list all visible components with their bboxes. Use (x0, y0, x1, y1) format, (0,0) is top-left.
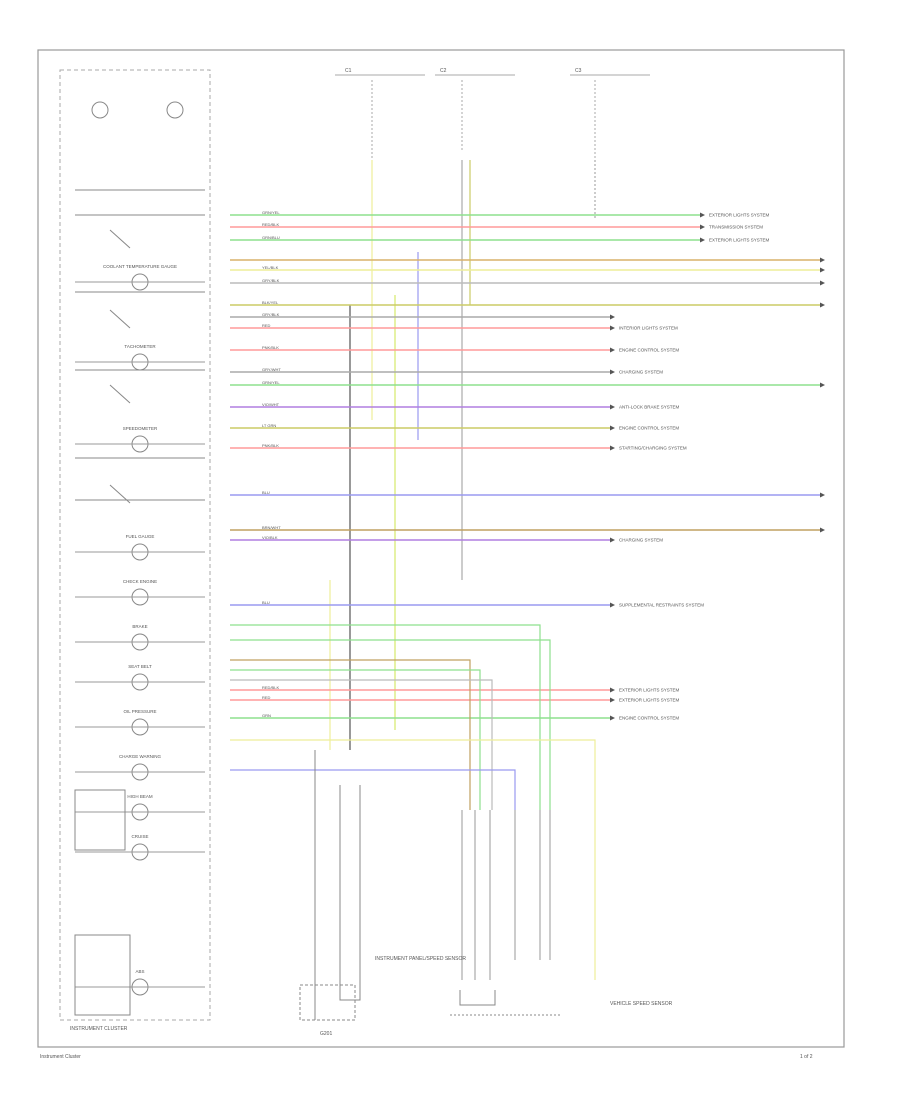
wire-color-label: RED (262, 695, 271, 700)
cluster-item-label: FUEL GAUGE (126, 534, 155, 539)
wire-arrow (610, 325, 615, 331)
connector-c1-label: C1 (345, 68, 352, 74)
wire-color-label: BLK/YEL (262, 300, 279, 305)
connector-headers (335, 74, 650, 160)
cluster-item-label: CRUISE (131, 834, 148, 839)
wire-arrow (610, 445, 615, 451)
wire-destination: EXTERIOR LIGHTS SYSTEM (619, 698, 680, 703)
wire-color-label: LT GRN (262, 423, 276, 428)
wire-color-label: VIO/BLK (262, 535, 278, 540)
wire-color-label: GRN (262, 713, 271, 718)
wire-arrow (820, 280, 825, 286)
wire-arrow (610, 347, 615, 353)
wire-destination: INTERIOR LIGHTS SYSTEM (619, 326, 678, 331)
cluster-box (59, 69, 211, 1021)
wire-destination: STARTING/CHARGING SYSTEM (619, 446, 687, 451)
cluster-labels: COOLANT TEMPERATURE GAUGE TACHOMETER SPEED… (103, 264, 177, 974)
wire-arrow (610, 537, 615, 543)
ground-label: G201 (320, 1031, 332, 1037)
cluster-item-label: ABS (135, 969, 144, 974)
wire-color-label: PNK/BLK (262, 443, 279, 448)
wire-color-label: BLU (262, 600, 270, 605)
cluster-item-label: CHECK ENGINE (123, 579, 157, 584)
wire-arrow (610, 602, 615, 608)
wire-arrow (820, 257, 825, 263)
wire-destination: ENGINE CONTROL SYSTEM (619, 348, 679, 353)
page-number: 1 of 2 (800, 1054, 813, 1060)
wire-destination: ENGINE CONTROL SYSTEM (619, 426, 679, 431)
wire-arrow (700, 212, 705, 218)
wire-color-label: RED/BLK (262, 222, 279, 227)
cluster-item-label: TACHOMETER (124, 344, 156, 349)
diagram-frame (37, 49, 845, 1048)
wire-color-label: GRN/YEL (262, 210, 280, 215)
wire-color-label: GRN/BLU (262, 235, 280, 240)
wire-arrow (700, 224, 705, 230)
wire-destination: EXTERIOR LIGHTS SYSTEM (619, 688, 680, 693)
wire-color-label: GRY/WHT (262, 367, 281, 372)
wire-arrow (610, 425, 615, 431)
page-footer: Instrument Cluster (40, 1054, 81, 1060)
wire-color-label: GRY/BLK (262, 312, 280, 317)
ground-sensor (74, 750, 560, 1021)
wire-arrow (610, 314, 615, 320)
wire-arrow (610, 369, 615, 375)
cluster-item-label: OIL PRESSURE (123, 709, 156, 714)
cluster-item-label: COOLANT TEMPERATURE GAUGE (103, 264, 177, 269)
cluster-gauges (75, 101, 205, 504)
cluster-item-label: CHARGE WARNING (119, 754, 162, 759)
wire-arrow (610, 404, 615, 410)
cluster-item-label: SPEEDOMETER (123, 426, 158, 431)
wire-arrow (820, 267, 825, 273)
wire-color-label: BRN/WHT (262, 525, 281, 530)
wire-destination: EXTERIOR LIGHTS SYSTEM (709, 238, 770, 243)
wire-arrow (700, 237, 705, 243)
wire-color-label: GRN/YEL (262, 380, 280, 385)
module-label: INSTRUMENT PANEL/SPEED SENSOR (375, 956, 466, 962)
wire-arrow (820, 492, 825, 498)
wire-arrow (610, 687, 615, 693)
wire-destination: ENGINE CONTROL SYSTEM (619, 716, 679, 721)
wire-destination: TRANSMISSION SYSTEM (709, 225, 763, 230)
wire-color-label: GRY/BLK (262, 278, 280, 283)
cluster-item-label: SEAT BELT (128, 664, 152, 669)
wire-destination: CHARGING SYSTEM (619, 370, 663, 375)
wire-arrow (610, 715, 615, 721)
sensor-label: VEHICLE SPEED SENSOR (610, 1001, 673, 1007)
wire-color-label: PNK/BLK (262, 345, 279, 350)
connector-c3-label: C3 (575, 68, 582, 74)
wire-arrow (610, 697, 615, 703)
cluster-item-label: BRAKE (132, 624, 147, 629)
cluster-lamps (75, 273, 205, 996)
connector-c2-label: C2 (440, 68, 447, 74)
wire-arrow (820, 527, 825, 533)
wire-color-label: RED (262, 323, 271, 328)
wire-color-label: RED/BLK (262, 685, 279, 690)
wire-destination: EXTERIOR LIGHTS SYSTEM (709, 213, 770, 218)
cluster-title: INSTRUMENT CLUSTER (70, 1026, 128, 1032)
wire-destination: ANTI-LOCK BRAKE SYSTEM (619, 405, 680, 410)
wire-arrow (820, 382, 825, 388)
vertical-wires (329, 160, 596, 750)
bottom-drop-wires (230, 624, 596, 980)
wire-color-label: BLU (262, 490, 270, 495)
wire-destination: SUPPLEMENTAL RESTRAINTS SYSTEM (619, 603, 704, 608)
cluster-item-label: HIGH BEAM (127, 794, 153, 799)
wire-arrow (820, 302, 825, 308)
wire-destination: CHARGING SYSTEM (619, 538, 663, 543)
wire-color-label: YEL/BLK (262, 265, 279, 270)
horizontal-wires: GRN/YEL EXTERIOR LIGHTS SYSTEM RED/BLK TRAN… (230, 210, 825, 721)
wire-color-label: VIO/WHT (262, 402, 280, 407)
